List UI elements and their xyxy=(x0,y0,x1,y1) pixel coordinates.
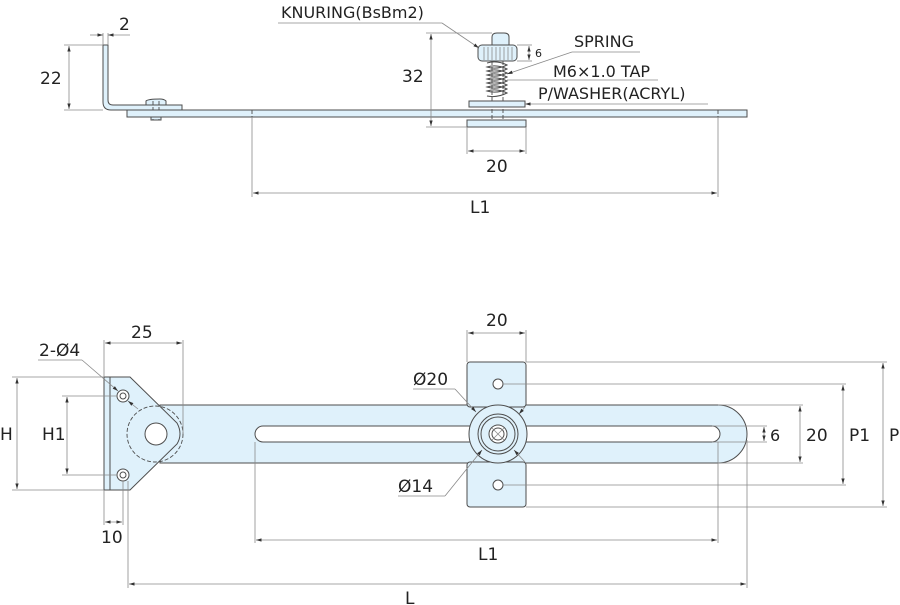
dim-angle-height: 22 xyxy=(40,44,103,111)
knob-assembly xyxy=(466,32,527,128)
dim-bar-width: 20 xyxy=(798,406,828,462)
dim-plate-height-label: P xyxy=(889,426,899,446)
dim-knurl-height: 6 xyxy=(517,44,542,62)
dim-hole-pitch: H1 xyxy=(42,395,117,476)
dim-bar-width-label: 20 xyxy=(806,426,828,446)
callout-outer-diameter: Ø20 xyxy=(413,370,526,415)
plate-hole-top xyxy=(492,378,504,390)
dim-height: H xyxy=(0,376,104,491)
dim-slot-length-side-label: L1 xyxy=(470,198,490,218)
knurling-lines xyxy=(483,47,513,60)
dim-hole-pitch-label: H1 xyxy=(42,425,66,445)
rivet xyxy=(145,98,167,106)
dim-edge-offset: 10 xyxy=(101,481,124,548)
dim-slot-length: L1 xyxy=(254,442,719,565)
mount-bracket xyxy=(103,376,181,491)
dim-angle-height-label: 22 xyxy=(40,69,62,89)
callout-spring-label: SPRING xyxy=(574,32,634,51)
plate-hole-bottom xyxy=(492,479,504,491)
callout-knuring-label: KNURING(BsBm2) xyxy=(281,3,424,22)
dim-total-length: L xyxy=(127,440,748,605)
dim-knurl-height-label: 6 xyxy=(535,47,542,60)
dim-plate-width-label: 20 xyxy=(486,311,508,331)
dim-slot-width-label: 6 xyxy=(770,426,780,445)
callout-holes-label: 2-Ø4 xyxy=(39,341,80,361)
callout-inner-diameter-label: Ø14 xyxy=(398,477,433,497)
dim-height-label: H xyxy=(0,425,13,445)
side-view: 2 22 32 6 20 xyxy=(40,3,748,218)
callout-spring: SPRING xyxy=(506,32,640,75)
dim-plate-width: 20 xyxy=(466,311,527,362)
upper-washer xyxy=(468,100,526,108)
knob-top xyxy=(491,32,510,48)
callout-outer-diameter-label: Ø20 xyxy=(413,370,448,390)
callout-washer-label: P/WASHER(ACRYL) xyxy=(538,84,685,103)
knob-top-view xyxy=(468,404,528,464)
dim-thickness-label: 2 xyxy=(119,15,130,35)
slotted-bar-side xyxy=(126,109,748,118)
dim-plate-height: P xyxy=(881,363,899,506)
dim-bracket-width: 25 xyxy=(103,323,184,434)
dim-plate-pitch: P1 xyxy=(841,385,870,484)
dim-edge-offset-label: 10 xyxy=(101,528,123,548)
angle-bracket xyxy=(102,44,183,111)
callout-inner-diameter: Ø14 xyxy=(398,449,526,497)
dim-bracket-width-label: 25 xyxy=(131,323,153,343)
dim-slot-length-side: L1 xyxy=(251,117,719,218)
callout-holes: 2-Ø4 xyxy=(38,341,139,410)
dim-plate-pitch-label: P1 xyxy=(849,426,870,446)
spring xyxy=(485,61,509,98)
dim-thickness: 2 xyxy=(90,15,130,45)
dim-slot-width: 6 xyxy=(762,426,780,445)
dim-knob-height: 32 xyxy=(402,32,492,128)
dim-slot-length-label: L1 xyxy=(478,545,498,565)
dim-total-length-label: L xyxy=(405,589,415,605)
pivot-hole xyxy=(144,422,168,446)
dim-knob-height-label: 32 xyxy=(402,67,424,87)
callout-washer: P/WASHER(ACRYL) xyxy=(525,84,708,106)
top-view: 25 2-Ø4 H H1 10 xyxy=(0,311,899,605)
dim-washer-width: 20 xyxy=(466,127,527,177)
dim-washer-width-label: 20 xyxy=(486,157,508,177)
callout-knuring: KNURING(BsBm2) xyxy=(278,3,480,49)
lower-washer xyxy=(466,119,527,128)
callout-tap: M6×1.0 TAP xyxy=(507,62,658,81)
callout-tap-label: M6×1.0 TAP xyxy=(553,62,650,81)
